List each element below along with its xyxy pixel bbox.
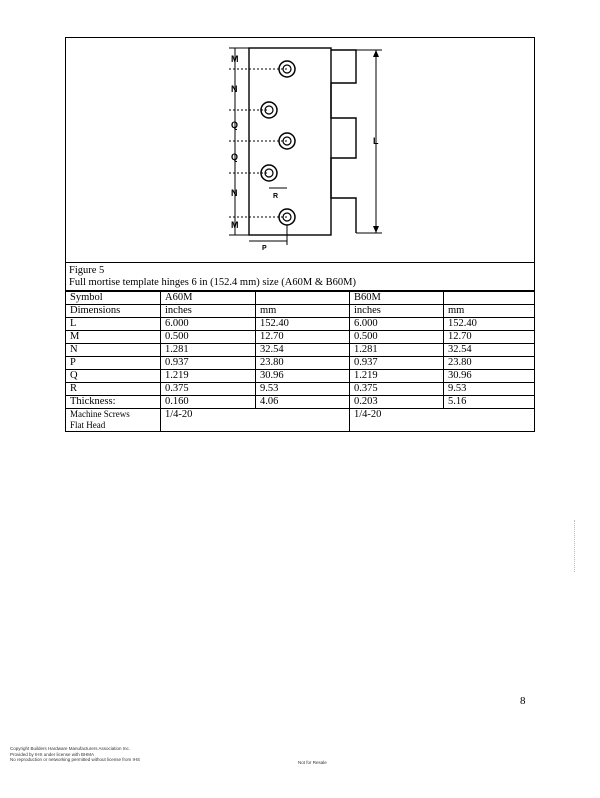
knuckle-profile: [330, 49, 357, 233]
label-m-top: M: [231, 54, 239, 64]
table-cell: 0.203: [349, 395, 444, 409]
table-header-row: Symbol A60M B60M: [66, 291, 534, 305]
table-cell: 152.40: [443, 317, 534, 331]
header-cell: Symbol: [66, 291, 161, 305]
table-row: R 0.375 9.53 0.375 9.53: [66, 382, 534, 396]
table-row: M 0.500 12.70 0.500 12.70: [66, 330, 534, 344]
table-cell: 0.500: [349, 330, 444, 344]
table-row: L 6.000 152.40 6.000 152.40: [66, 317, 534, 331]
caption-title: Full mortise template hinges 6 in (152.4…: [69, 277, 356, 288]
table-cell: 23.80: [255, 356, 350, 370]
header-cell: mm: [255, 304, 350, 318]
table-cell: 12.70: [255, 330, 350, 344]
screws-b60m-cell: 1/4-20: [349, 408, 534, 431]
table-cell: 23.80: [443, 356, 534, 370]
figure-caption: Figure 5 Full mortise template hinges 6 …: [66, 263, 534, 291]
label-q-top: Q: [231, 120, 238, 130]
table-cell: 4.06: [255, 395, 350, 409]
label-n-top: N: [231, 84, 238, 94]
table-cell: 0.375: [349, 382, 444, 396]
copyright-notice: Copyright Builders Hardware Manufacturer…: [10, 746, 140, 763]
figure-table-frame: M N Q Q N M R P L Figure 5 Full mortise …: [65, 37, 535, 432]
dimension-ticks: [229, 47, 287, 236]
table-cell: 32.54: [443, 343, 534, 357]
table-cell: 0.937: [349, 356, 444, 370]
table-cell: 0.937: [160, 356, 256, 370]
table-row: Q 1.219 30.96 1.219 30.96: [66, 369, 534, 383]
copyright-line: Provided by IHS under license with BHMA: [10, 751, 95, 757]
table-cell: 32.54: [255, 343, 350, 357]
table-cell: N: [66, 343, 161, 357]
caption-figure-number: Figure 5: [69, 265, 105, 276]
table-header-row: Dimensions inches mm inches mm: [66, 304, 534, 318]
table-cell: 152.40: [255, 317, 350, 331]
copyright-line: Copyright Builders Hardware Manufacturer…: [10, 746, 131, 751]
copyright-line: No reproduction or networking permitted …: [10, 757, 141, 762]
table-cell: 0.160: [160, 395, 256, 409]
table-cell: 6.000: [349, 317, 444, 331]
table-cell: L: [66, 317, 161, 331]
table-cell: 5.16: [443, 395, 534, 409]
header-cell: inches: [160, 304, 256, 318]
label-m-bottom: M: [231, 220, 239, 230]
screws-label-line1: Machine Screws: [70, 409, 130, 419]
hinge-diagram: M N Q Q N M R P L: [229, 47, 382, 252]
table-cell: 1.281: [160, 343, 256, 357]
table-cell: 30.96: [443, 369, 534, 383]
label-n-bottom: N: [231, 188, 238, 198]
table-cell: 0.375: [160, 382, 256, 396]
not-for-resale-notice: Not for Resale: [298, 760, 327, 765]
table-cell: Thickness:: [66, 395, 161, 409]
table-cell: P: [66, 356, 161, 370]
header-cell: [443, 291, 534, 305]
table-cell: 0.500: [160, 330, 256, 344]
margin-mark: [574, 520, 576, 572]
screws-a60m-cell: 1/4-20: [160, 408, 350, 431]
table-cell: R: [66, 382, 161, 396]
header-cell: Dimensions: [66, 304, 161, 318]
page-number: 8: [520, 695, 526, 707]
table-cell: 1.219: [160, 369, 256, 383]
label-q-bottom: Q: [231, 152, 238, 162]
table-cell: M: [66, 330, 161, 344]
label-p: P: [262, 245, 267, 252]
dimensions-table: Symbol A60M B60M Dimensions inches mm in…: [66, 291, 534, 431]
header-cell: B60M: [349, 291, 444, 305]
table-row: Thickness: 0.160 4.06 0.203 5.16: [66, 395, 534, 409]
hinge-template-figure: M N Q Q N M R P L: [66, 38, 534, 263]
table-cell: 1.219: [349, 369, 444, 383]
screws-label-line2: Flat Head: [70, 420, 106, 430]
table-row: N 1.281 32.54 1.281 32.54: [66, 343, 534, 357]
table-row-screws: Machine Screws Flat Head 1/4-20 1/4-20: [66, 408, 534, 431]
table-cell: 1.281: [349, 343, 444, 357]
screw-holes: [260, 60, 296, 226]
header-cell: [255, 291, 350, 305]
header-cell: inches: [349, 304, 444, 318]
table-cell: 30.96: [255, 369, 350, 383]
table-cell: 6.000: [160, 317, 256, 331]
screws-label-cell: Machine Screws Flat Head: [66, 408, 161, 431]
label-l: L: [373, 136, 379, 146]
table-cell: 9.53: [255, 382, 350, 396]
header-cell: mm: [443, 304, 534, 318]
table-row: P 0.937 23.80 0.937 23.80: [66, 356, 534, 370]
header-cell: A60M: [160, 291, 256, 305]
table-cell: 9.53: [443, 382, 534, 396]
table-cell: 12.70: [443, 330, 534, 344]
table-cell: Q: [66, 369, 161, 383]
label-r: R: [273, 193, 278, 200]
